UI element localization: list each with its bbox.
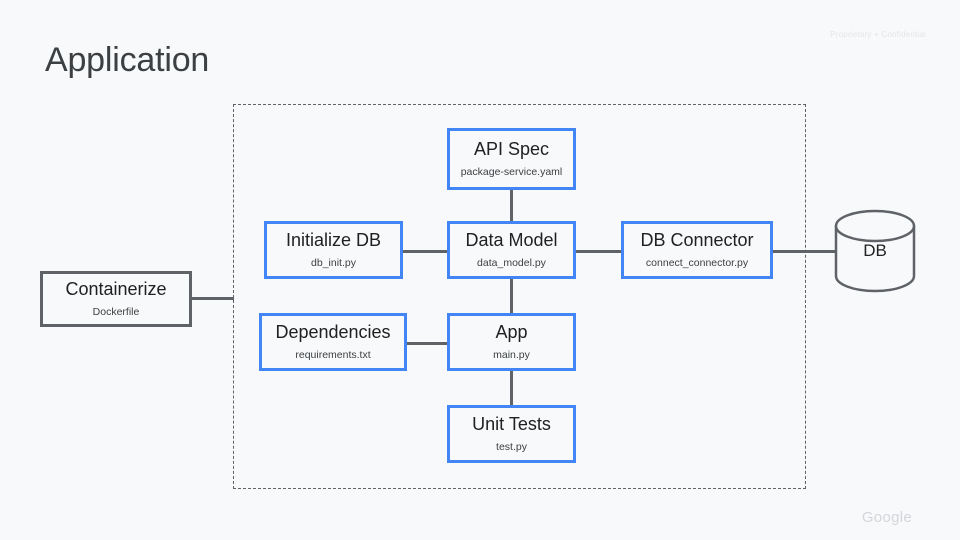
- node-api-spec[interactable]: API Spec package-service.yaml: [447, 128, 576, 190]
- page-title: Application: [45, 41, 210, 79]
- google-wordmark: Google: [861, 509, 912, 526]
- node-dependencies-file: requirements.txt: [295, 349, 371, 362]
- node-containerize[interactable]: Containerize Dockerfile: [40, 271, 192, 327]
- node-unit-tests-file: test.py: [496, 441, 527, 454]
- edge-dbconnector-to-db: [770, 250, 838, 253]
- node-db-connector-file: connect_connector.py: [645, 257, 749, 270]
- node-dependencies[interactable]: Dependencies requirements.txt: [259, 313, 407, 371]
- application-boundary: [233, 104, 806, 489]
- edge-initializedb-to-datamodel: [400, 250, 452, 253]
- node-initialize-db-title: Initialize DB: [285, 230, 382, 251]
- node-db-connector-title: DB Connector: [640, 230, 754, 251]
- node-unit-tests-title: Unit Tests: [472, 414, 551, 435]
- node-database[interactable]: DB: [834, 209, 916, 293]
- edge-app-to-unittests: [510, 371, 513, 407]
- edge-dependencies-to-app: [403, 342, 453, 345]
- database-cylinder-icon: [834, 209, 916, 293]
- confidentiality-notice: Proprietary + Confidential: [830, 30, 926, 39]
- node-data-model-title: Data Model: [465, 230, 558, 251]
- node-containerize-title: Containerize: [65, 279, 167, 300]
- node-app[interactable]: App main.py: [447, 313, 576, 371]
- node-api-spec-file: package-service.yaml: [460, 166, 563, 179]
- node-initialize-db[interactable]: Initialize DB db_init.py: [264, 221, 403, 279]
- node-db-connector[interactable]: DB Connector connect_connector.py: [621, 221, 773, 279]
- edge-datamodel-to-app: [510, 279, 513, 315]
- edge-containerize-to-boundary: [192, 297, 234, 300]
- node-data-model[interactable]: Data Model data_model.py: [447, 221, 576, 279]
- node-api-spec-title: API Spec: [473, 139, 550, 160]
- node-database-label: DB: [863, 241, 887, 260]
- node-data-model-file: data_model.py: [477, 257, 546, 270]
- node-app-title: App: [495, 322, 528, 343]
- node-app-file: main.py: [493, 349, 530, 362]
- node-dependencies-title: Dependencies: [275, 322, 391, 343]
- node-containerize-file: Dockerfile: [92, 306, 140, 319]
- node-unit-tests[interactable]: Unit Tests test.py: [447, 405, 576, 463]
- edge-datamodel-to-dbconnector: [570, 250, 624, 253]
- node-initialize-db-file: db_init.py: [311, 257, 356, 270]
- edge-apispec-to-datamodel: [510, 190, 513, 222]
